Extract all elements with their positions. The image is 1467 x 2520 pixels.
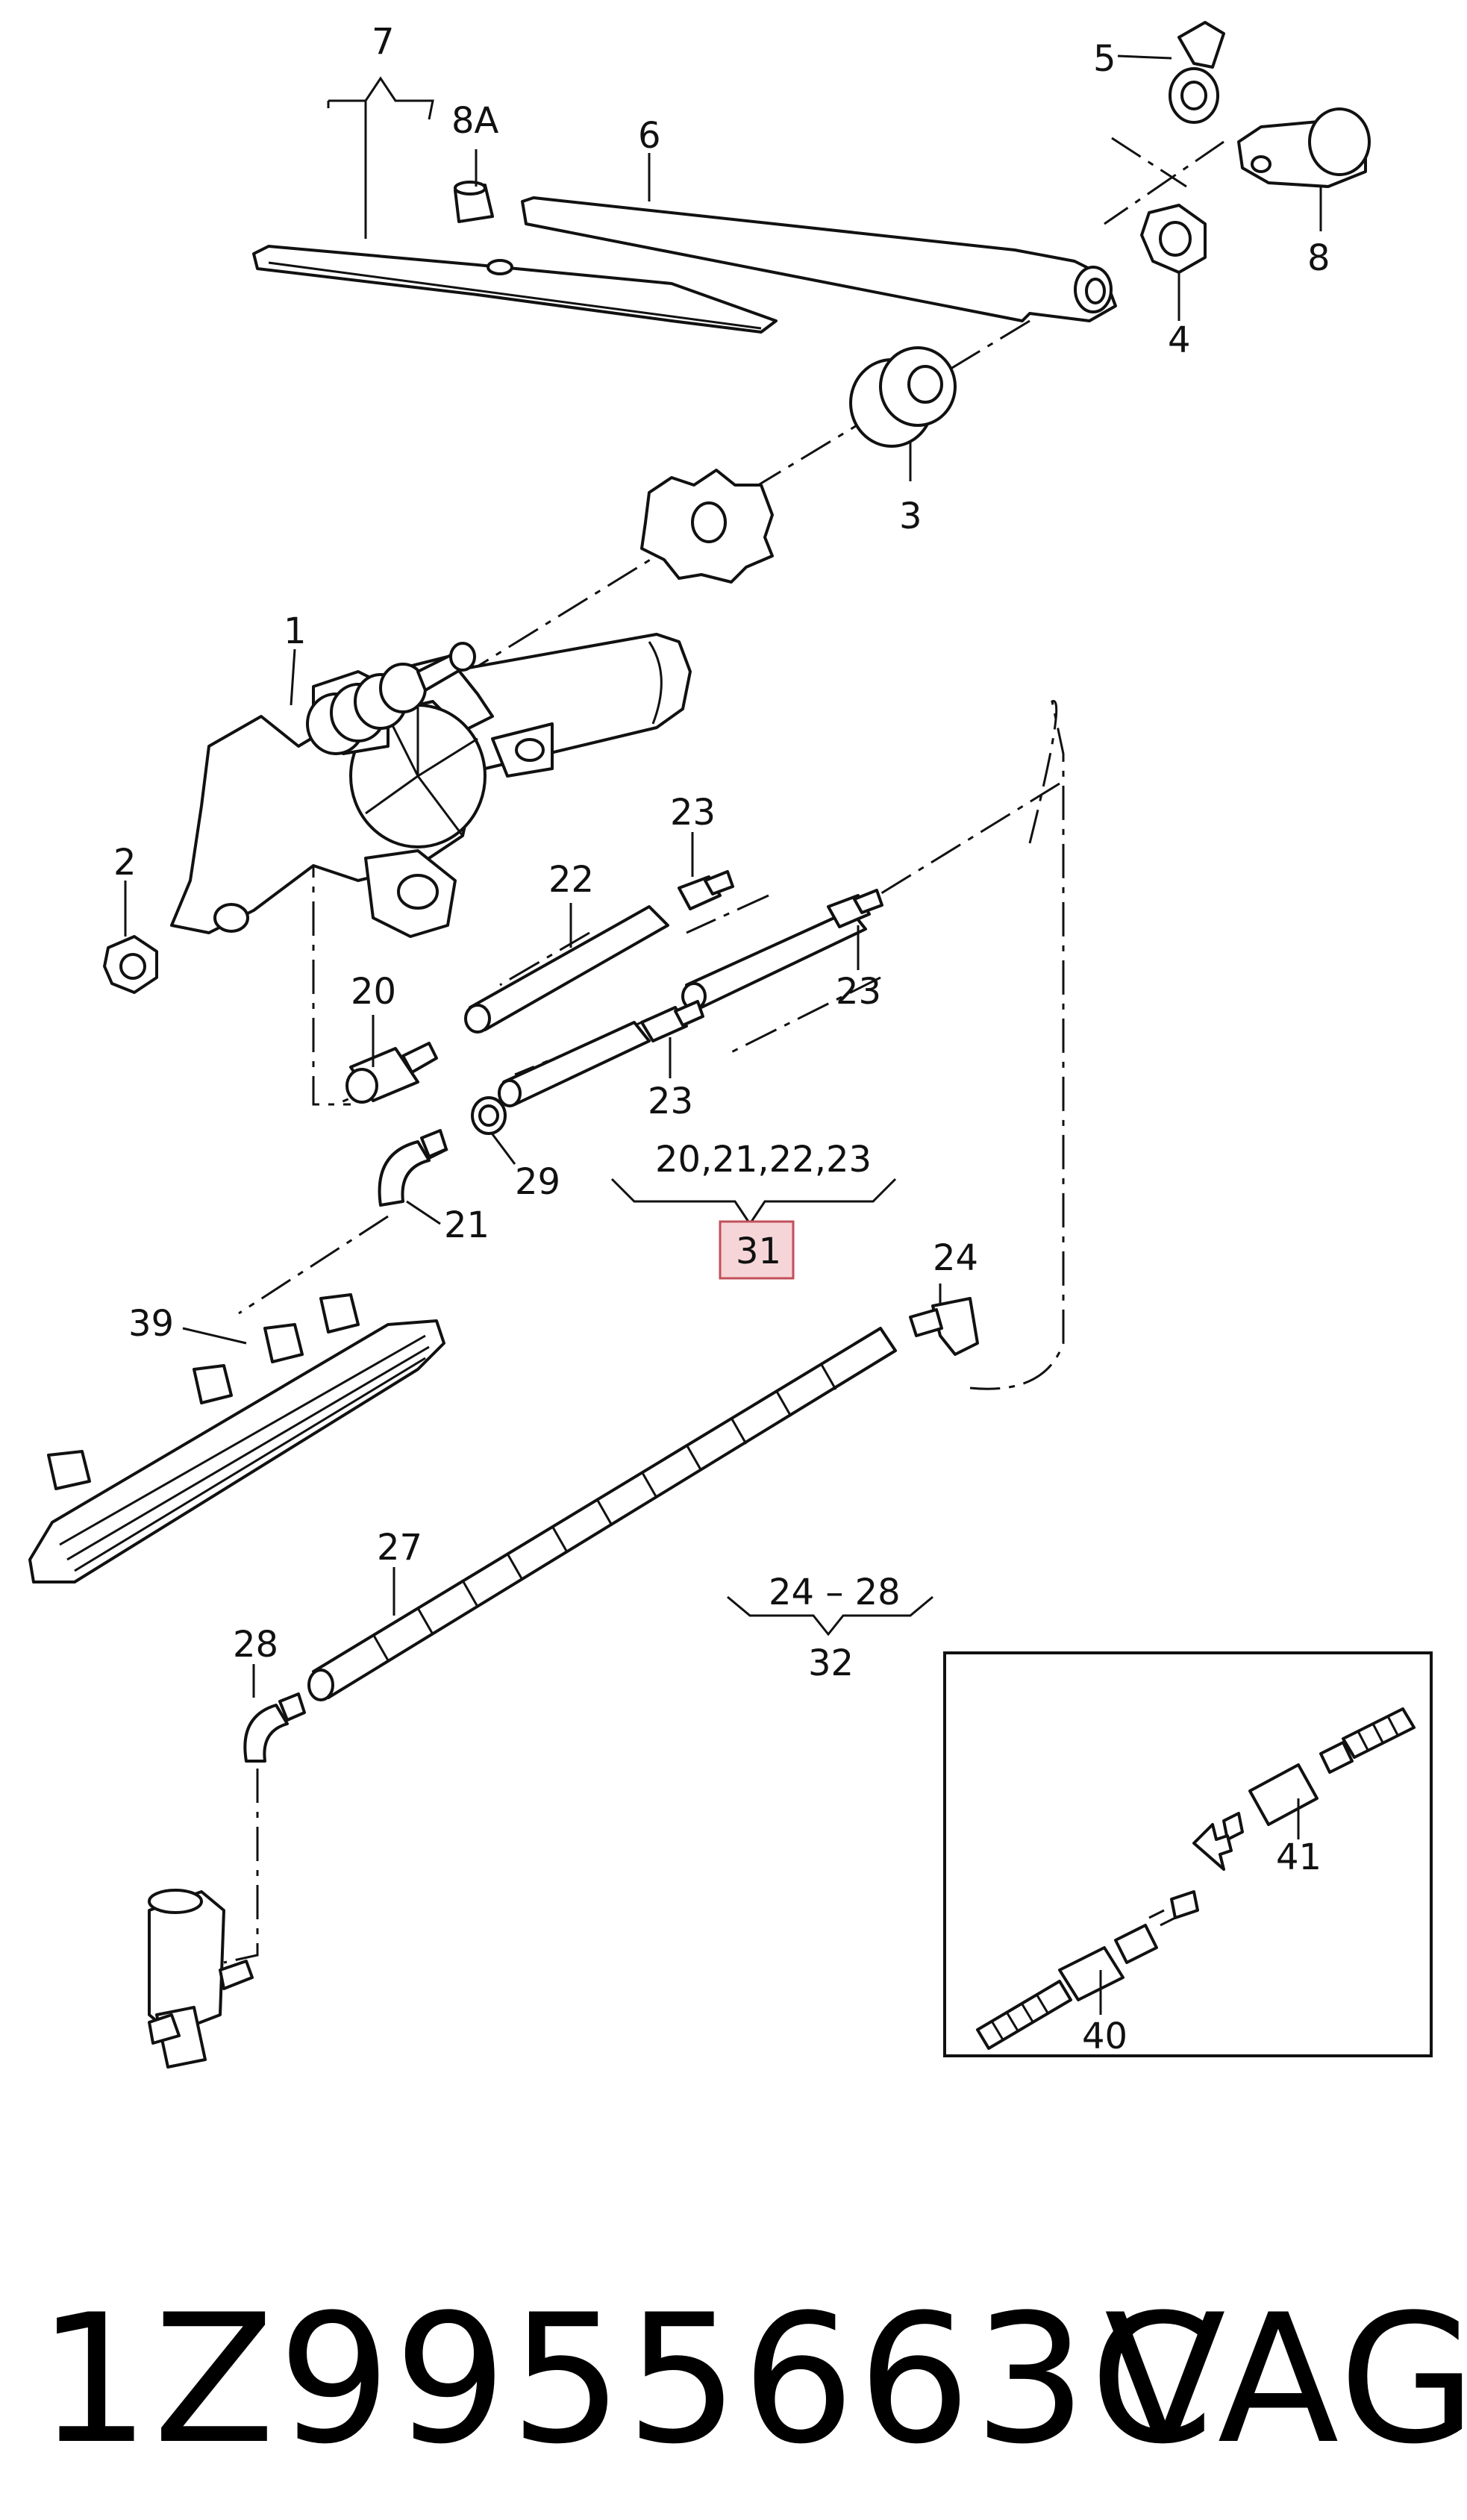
- connector-40: [976, 1890, 1199, 2050]
- label-group31-items: 20,21,22,23: [655, 1139, 872, 1181]
- label-4: 4: [1168, 319, 1191, 361]
- label-6: 6: [638, 115, 661, 157]
- connector-41: [1222, 1707, 1416, 1841]
- label-group32-items: 24 – 28: [769, 1572, 901, 1613]
- label-41: 41: [1276, 1836, 1321, 1878]
- label-7: 7: [372, 21, 395, 63]
- label-3: 3: [899, 495, 922, 537]
- part-number: 1Z9955663C: [37, 2277, 1217, 2483]
- label-8: 8: [1307, 237, 1330, 279]
- brand-name: VAG: [1104, 2277, 1467, 2483]
- hose-elbow-lower: [243, 1692, 306, 1763]
- corrugated-hose: [307, 1327, 897, 1701]
- label-27: 27: [377, 1527, 422, 1569]
- motor-nut: [103, 935, 158, 994]
- label-23-right: 23: [836, 971, 881, 1013]
- label-2: 2: [113, 842, 137, 884]
- washer-pump: [148, 1889, 254, 2069]
- hose-clip: [471, 1096, 507, 1135]
- hex-nut: [1140, 204, 1207, 274]
- wiper-arm: [521, 196, 1117, 322]
- label-29: 29: [515, 1161, 560, 1203]
- seal-bush: [849, 346, 957, 448]
- arm-mount-cap: [1237, 107, 1371, 188]
- spray-nozzle-strip: [28, 1293, 445, 1583]
- wiper-blade: [252, 245, 778, 334]
- hose-elbow-upper: [378, 1129, 448, 1207]
- label-20: 20: [351, 971, 396, 1013]
- label-23-top: 23: [670, 792, 716, 834]
- hose-lower: [498, 1021, 651, 1107]
- end-cap: [454, 181, 494, 223]
- label-31: 31: [736, 1231, 781, 1272]
- inset-detail-box: [943, 1651, 1433, 2057]
- connector-mid: [640, 1000, 704, 1042]
- leader-lines: [124, 54, 1322, 2015]
- highlight-box-31: [719, 1220, 795, 1280]
- wiper-motor: [170, 633, 692, 938]
- gasket: [640, 469, 774, 584]
- label-32: 32: [808, 1642, 854, 1684]
- label-39: 39: [128, 1303, 174, 1345]
- connector-right: [827, 889, 883, 928]
- label-23-mid: 23: [648, 1081, 693, 1122]
- label-8a: 8A: [451, 100, 499, 142]
- label-5: 5: [1093, 38, 1116, 80]
- label-24: 24: [933, 1237, 978, 1279]
- hose-elbow-right: [909, 1297, 979, 1356]
- label-22: 22: [548, 859, 594, 901]
- label-1: 1: [284, 610, 307, 652]
- part-labels: 7 8A 6 5 8 4 3 1 2 20 22 23 23 23 29 21 …: [113, 21, 1330, 2057]
- arm-cover: [1169, 21, 1225, 124]
- label-40: 40: [1082, 2016, 1127, 2057]
- label-21: 21: [444, 1204, 489, 1246]
- connector-top: [678, 870, 734, 910]
- motor-spindle: [306, 642, 476, 755]
- hose-adapter: [345, 1042, 438, 1104]
- label-28: 28: [233, 1624, 278, 1666]
- hose-upper: [464, 905, 669, 1034]
